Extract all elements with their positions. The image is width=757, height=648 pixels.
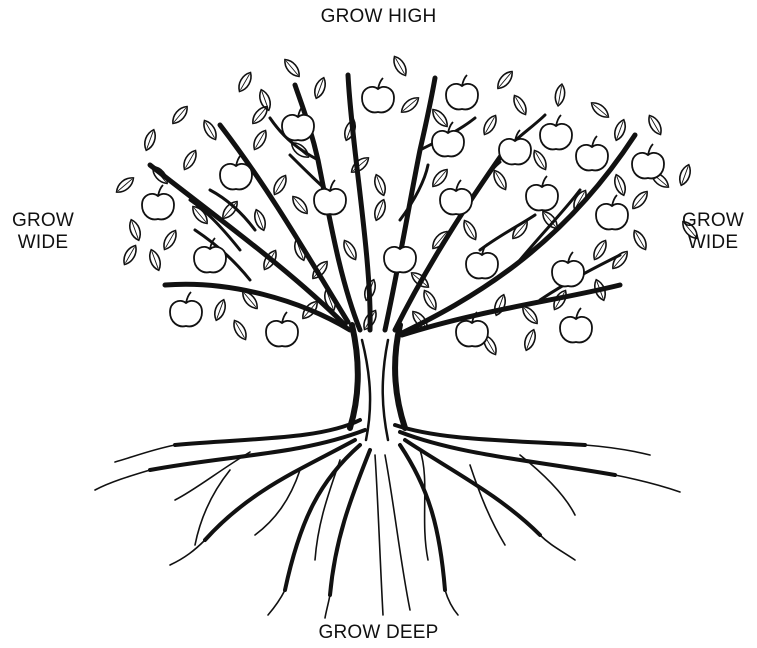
- apple-icon: [576, 136, 608, 170]
- leaf-icon: [281, 57, 302, 80]
- leaf-icon: [121, 243, 140, 267]
- apple-icon: [362, 78, 394, 112]
- leaf-icon: [149, 164, 170, 187]
- apple-icon: [282, 106, 314, 140]
- apple-icon: [142, 185, 174, 219]
- leaf-icon: [372, 198, 388, 222]
- leaf-icon: [257, 88, 273, 112]
- apple-icon: [194, 238, 226, 272]
- leaf-icon: [612, 173, 628, 197]
- leaf-icon: [429, 107, 450, 130]
- leaf-icon: [522, 328, 538, 352]
- leaf-icon: [539, 209, 560, 232]
- leaf-icon: [429, 167, 450, 190]
- apple-icon: [560, 308, 592, 342]
- leaf-icon: [181, 148, 200, 172]
- leaf-icon: [491, 168, 510, 192]
- leaf-icon: [679, 219, 700, 242]
- leaf-icon: [127, 218, 143, 242]
- leaf-icon: [461, 218, 480, 242]
- leaf-icon: [312, 76, 328, 100]
- leaf-icon: [531, 148, 550, 172]
- apple-icon: [266, 312, 298, 346]
- leaf-icon: [236, 70, 255, 94]
- apple-icon: [632, 144, 664, 178]
- apple-icon: [552, 252, 584, 286]
- apple-icon: [314, 180, 346, 214]
- leaf-icon: [511, 93, 530, 117]
- leaf-icon: [677, 163, 693, 187]
- apple-icon: [440, 180, 472, 214]
- leaf-icon: [271, 173, 290, 197]
- leaf-icon: [114, 174, 137, 195]
- leaf-icon: [169, 104, 190, 127]
- leaf-icon: [612, 118, 628, 142]
- leaf-icon: [147, 248, 163, 272]
- leaf-icon: [519, 304, 540, 327]
- leaf-icon: [251, 128, 270, 152]
- leaf-icon: [631, 228, 650, 252]
- leaf-icon: [646, 113, 665, 137]
- apple-icon: [446, 75, 478, 109]
- roots: [95, 420, 680, 618]
- apple-icon: [526, 176, 558, 210]
- leaf-icon: [362, 278, 378, 302]
- leaf-icon: [161, 228, 180, 252]
- leaf-icon: [201, 118, 220, 142]
- leaf-icon: [481, 113, 500, 137]
- leaf-icon: [249, 104, 270, 127]
- leaf-icon: [589, 99, 612, 120]
- apple-icon: [499, 130, 531, 164]
- leaf-icon: [142, 128, 158, 152]
- apple-icon: [170, 292, 202, 326]
- leaf-icon: [391, 54, 410, 78]
- apple-icon: [540, 115, 572, 149]
- leaf-icon: [231, 318, 250, 342]
- leaf-icon: [372, 173, 388, 197]
- leaf-icon: [399, 94, 422, 115]
- leaf-icon: [299, 299, 320, 322]
- apple-icon: [596, 195, 628, 229]
- leaf-icon: [494, 69, 515, 92]
- apples: [142, 75, 664, 346]
- leaf-icon: [212, 298, 228, 322]
- leaf-icon: [289, 194, 310, 217]
- leaf-icon: [554, 83, 567, 106]
- leaf-icon: [591, 238, 610, 262]
- leaf-icon: [629, 189, 650, 212]
- leaf-icon: [421, 288, 440, 312]
- leaf-icon: [341, 238, 360, 262]
